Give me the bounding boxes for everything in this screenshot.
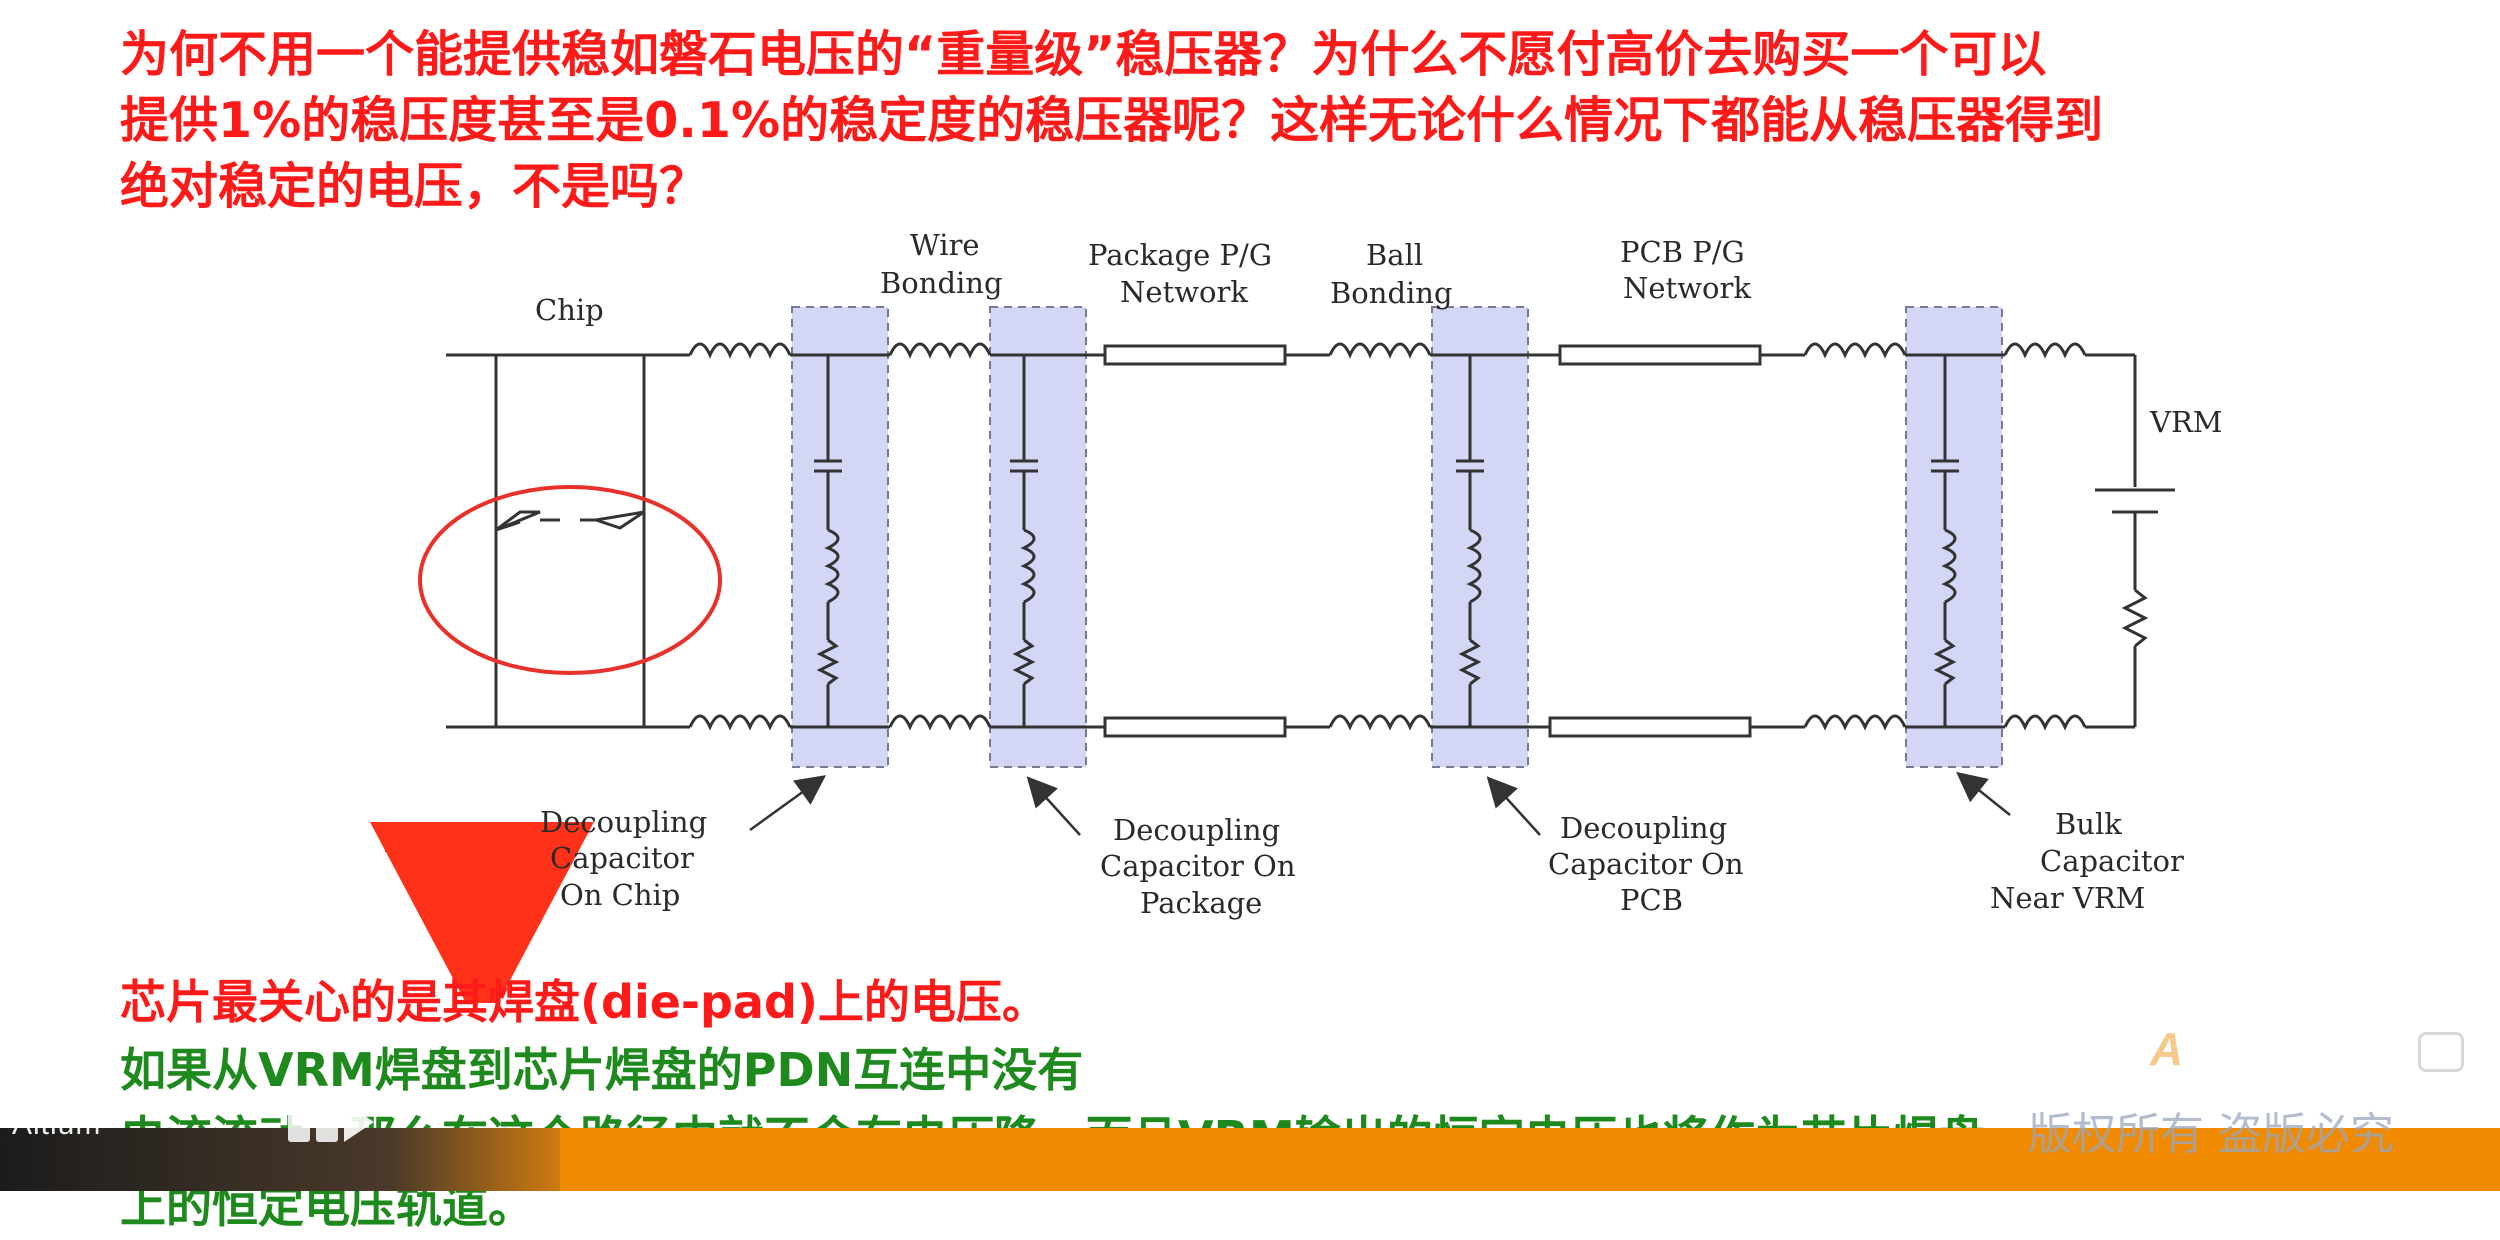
decap-branch-package [1010, 355, 1038, 727]
label-dpcb-1: Decoupling [1560, 811, 1727, 845]
circuit-wires [446, 342, 2175, 731]
package-network-bottom [1103, 716, 1287, 738]
label-wire-1: Wire [910, 228, 980, 262]
decap-branch-bulk [1931, 355, 1959, 727]
play-block-icon [316, 1102, 338, 1142]
play-triangle-icon [344, 1102, 374, 1142]
label-ball-2: Bonding [1330, 276, 1453, 310]
explanation-green-segment: 如果从VRM焊盘到芯片焊盘的PDN互连中没有 [120, 1043, 1084, 1097]
highlight-boxes [791, 306, 2003, 768]
inductor-top-4 [1803, 342, 1907, 359]
decap-branch-chip [814, 355, 842, 727]
footer-bar-left [0, 1128, 560, 1191]
decap-branches [814, 355, 1959, 727]
label-dpcb-2: Capacitor On [1548, 847, 1744, 881]
inductor-top-5 [2003, 342, 2087, 359]
question-paragraph: 为何不用一个能提供稳如磐石电压的“重量级”稳压器？为什么不愿付高价去购买一个可以… [120, 22, 2460, 220]
label-bulk-2: Capacitor [2040, 844, 2184, 878]
inductor-top-1 [688, 342, 792, 359]
label-dpkg-1: Decoupling [1113, 813, 1280, 847]
inductor-top-3 [1328, 342, 1432, 359]
label-package-1: Package P/G [1088, 238, 1272, 272]
pdn-circuit-diagram: Chip Wire Bonding Package P/G Network Ba… [370, 228, 2222, 1003]
play-block-icon [288, 1102, 310, 1142]
pcb-network-top [1558, 344, 1762, 366]
explanation-line-1: 芯片最关心的是其焊盘(die-pad)上的电压。如果从VRM焊盘到芯片焊盘的PD… [120, 968, 2460, 1104]
question-line-2: 提供1%的稳压度甚至是0.1%的稳定度的稳压器呢？这样无论什么情况下都能从稳压器… [120, 92, 2104, 149]
question-line-1: 为何不用一个能提供稳如磐石电压的“重量级”稳压器？为什么不愿付高价去购买一个可以 [120, 26, 2047, 83]
label-dchip-3: On Chip [560, 878, 680, 912]
label-dchip-1: Decoupling [540, 805, 707, 839]
pointer-arrows [749, 771, 2011, 836]
label-vrm: VRM [2149, 405, 2222, 439]
pcb-network-bottom [1548, 716, 1752, 738]
chat-bubble-icon [2418, 1032, 2464, 1072]
package-network-top [1103, 344, 1287, 366]
brand-logo-icon: A [2150, 1023, 2184, 1075]
footer-bar [560, 1128, 2500, 1191]
network-blocks [1103, 344, 1762, 738]
diagram-labels: Chip Wire Bonding Package P/G Network Ba… [535, 228, 2222, 920]
inductor-top-2 [888, 342, 992, 359]
explanation-red-segment: 芯片最关心的是其焊盘(die-pad)上的电压。 [120, 975, 1048, 1029]
play-icon [288, 1100, 448, 1144]
label-dpkg-3: Package [1140, 886, 1262, 920]
label-bulk-3: Near VRM [1990, 881, 2145, 915]
label-dpkg-2: Capacitor On [1100, 849, 1296, 883]
label-pcb-1: PCB P/G [1620, 235, 1745, 269]
label-wire-2: Bonding [880, 266, 1003, 300]
label-ball-1: Ball [1366, 238, 1423, 272]
chip-decap-highlight [791, 306, 889, 768]
brand-watermark-left: Altium [12, 1108, 102, 1141]
copyright-watermark: 版权所有 盗版必究 [2028, 1109, 2394, 1160]
label-dchip-2: Capacitor [550, 841, 694, 875]
decap-branch-pcb [1456, 355, 1484, 727]
label-chip: Chip [535, 293, 604, 327]
chip-die-pad-highlight-circle [418, 485, 722, 675]
label-pcb-2: Network [1623, 271, 1751, 305]
label-dpcb-3: PCB [1620, 883, 1683, 917]
package-decap-highlight [989, 306, 1087, 768]
question-line-3: 绝对稳定的电压，不是吗？ [120, 158, 709, 215]
label-bulk-1: Bulk [2055, 807, 2122, 841]
label-package-2: Network [1120, 275, 1248, 309]
red-down-arrow [370, 822, 594, 1003]
